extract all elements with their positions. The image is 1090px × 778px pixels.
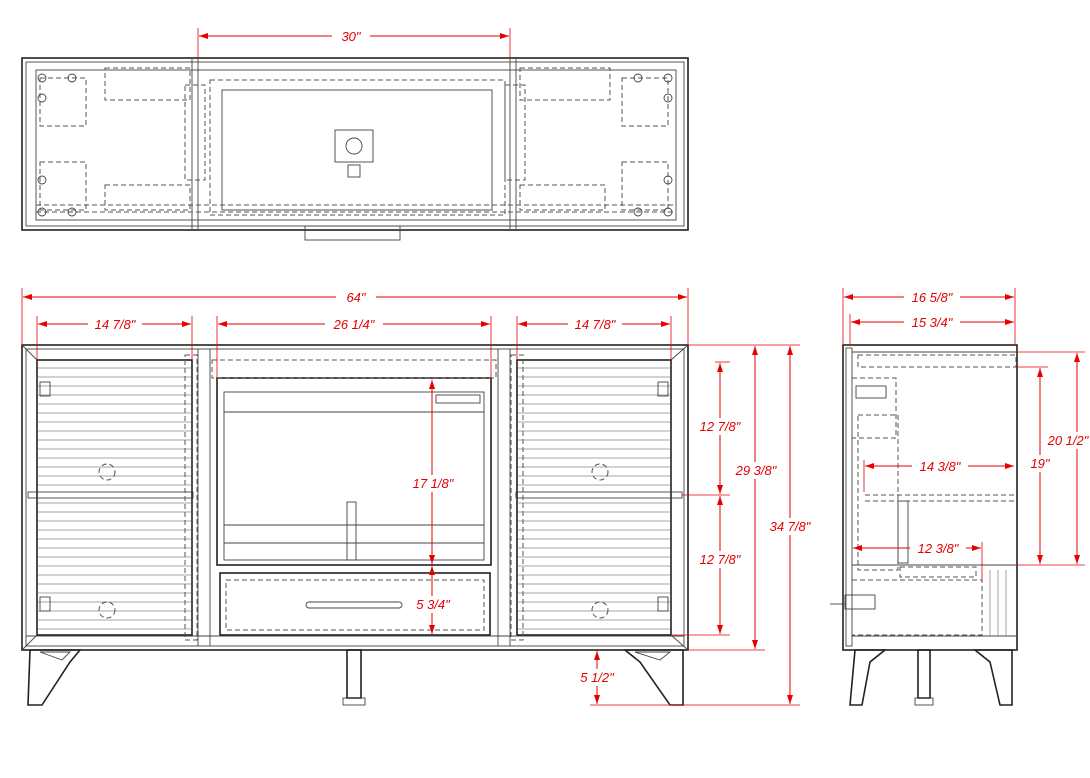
firebox-width-dimension: 26 1/4" [333, 317, 376, 332]
body-height-dimension: 29 3/8" [735, 463, 778, 478]
left-door [27, 359, 194, 636]
cabinet-height-dimension: 20 1/2" [1047, 433, 1090, 448]
door-slats [38, 367, 191, 630]
front-view: 64" 14 7/8" 26 1/4" 14 7/8" 12 7/8" 12 7… [21, 288, 816, 706]
shelf-depth-dimension: 14 3/8" [920, 459, 962, 474]
door-slats [518, 367, 670, 630]
right-door [515, 359, 683, 636]
firebox-height-dimension: 17 1/8" [413, 476, 455, 491]
top-view: 30" [21, 27, 689, 241]
left-door-width-dimension: 14 7/8" [95, 317, 137, 332]
interior-height-dimension: 19" [1030, 456, 1050, 471]
lower-door-height-dimension: 12 7/8" [700, 552, 742, 567]
top-width-dimension: 30" [341, 29, 361, 44]
upper-door-height-dimension: 12 7/8" [700, 419, 742, 434]
lower-depth-dimension: 12 3/8" [918, 541, 960, 556]
overall-height-dimension: 34 7/8" [770, 519, 812, 534]
overall-width-dimension: 64" [346, 290, 366, 305]
drawer-height-dimension: 5 3/4" [416, 597, 451, 612]
drawer [219, 572, 491, 636]
fireplace-insert [211, 359, 497, 566]
right-door-width-dimension: 14 7/8" [575, 317, 617, 332]
side-view: 16 5/8" 15 3/4" 20 1/2" 19" 14 3/8" 12 3… [830, 288, 1090, 706]
leg-height-dimension: 5 1/2" [580, 670, 615, 685]
overall-depth-dimension: 16 5/8" [912, 290, 954, 305]
body-depth-dimension: 15 3/4" [912, 315, 954, 330]
